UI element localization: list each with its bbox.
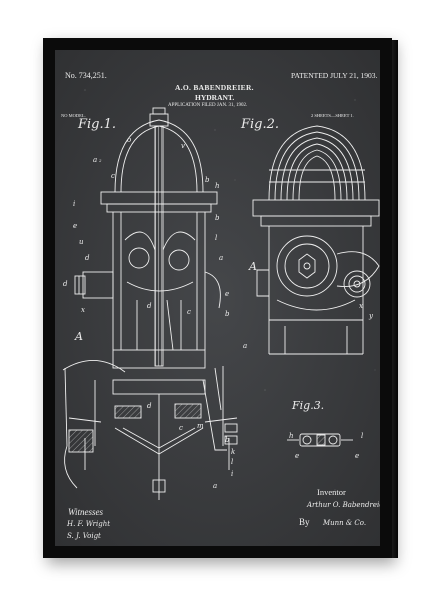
fig3-detail — [287, 433, 353, 447]
patent-drawing: a2 o v c bh i e u d d b l a e b d c x A … — [55, 50, 380, 546]
svg-text:h: h — [215, 182, 220, 190]
attorney-signature: Munn & Co. — [323, 519, 367, 527]
svg-text:u: u — [79, 238, 84, 246]
inventor-label: Inventor — [317, 487, 346, 497]
svg-text:v: v — [181, 142, 185, 150]
svg-text:e: e — [225, 290, 229, 298]
svg-text:l: l — [215, 234, 217, 242]
inventor-name: A.O. BABENDREIER. — [175, 83, 254, 92]
fig1-label: Fig.1. — [78, 117, 117, 132]
svg-text:e: e — [295, 452, 299, 460]
svg-text:a: a — [219, 254, 223, 262]
witnesses-label: Witnesses — [68, 507, 103, 517]
svg-text:d: d — [63, 280, 68, 288]
svg-text:d: d — [147, 402, 152, 410]
svg-text:l: l — [361, 432, 363, 440]
sheets-note: 2 SHEETS—SHEET 1. — [311, 113, 354, 118]
chalk-texture — [84, 89, 376, 521]
fig2-label: Fig.2. — [241, 117, 280, 132]
application-filed: APPLICATION FILED JAN. 31, 1902. — [168, 103, 248, 108]
svg-text:a: a — [93, 156, 97, 164]
inventor-signature: Arthur O. Babendreier — [307, 501, 380, 509]
model-note: NO MODEL. — [61, 113, 86, 118]
svg-text:i: i — [231, 470, 233, 478]
frame-side-edge — [392, 40, 398, 558]
witness-signature-2: S. J. Voigt — [67, 532, 101, 540]
svg-text:d: d — [147, 302, 152, 310]
svg-text:a: a — [243, 342, 247, 350]
by-label: By — [299, 517, 310, 527]
fig2-hydrant-elevation — [252, 125, 380, 355]
svg-text:b: b — [225, 436, 230, 444]
svg-text:b: b — [205, 176, 210, 184]
svg-text:2: 2 — [98, 158, 102, 163]
svg-text:x: x — [81, 306, 85, 314]
patent-title: HYDRANT. — [195, 93, 235, 102]
svg-text:h: h — [289, 432, 294, 440]
svg-text:e: e — [73, 222, 77, 230]
patent-number: No. 734,251. — [65, 71, 107, 80]
svg-text:b: b — [215, 214, 220, 222]
svg-text:b: b — [225, 310, 230, 318]
svg-text:a: a — [213, 482, 217, 490]
svg-text:c: c — [187, 308, 191, 316]
svg-text:e: e — [355, 452, 359, 460]
svg-text:d: d — [85, 254, 90, 262]
svg-text:c: c — [179, 424, 183, 432]
witness-signature-1: H. F. Wright — [67, 520, 111, 528]
svg-text:k: k — [231, 448, 235, 456]
svg-text:c: c — [111, 172, 115, 180]
svg-text:m: m — [197, 422, 204, 430]
fig3-label: Fig.3. — [292, 399, 325, 412]
svg-text:y: y — [368, 312, 374, 320]
svg-text:i: i — [73, 200, 75, 208]
svg-text:A: A — [248, 260, 257, 273]
svg-text:o: o — [127, 136, 131, 144]
fig1-hydrant-section — [62, 107, 238, 500]
svg-text:l: l — [231, 458, 233, 466]
patented-date: PATENTED JULY 21, 1903. — [291, 71, 378, 80]
svg-text:A: A — [74, 330, 83, 343]
svg-text:x: x — [359, 302, 363, 310]
